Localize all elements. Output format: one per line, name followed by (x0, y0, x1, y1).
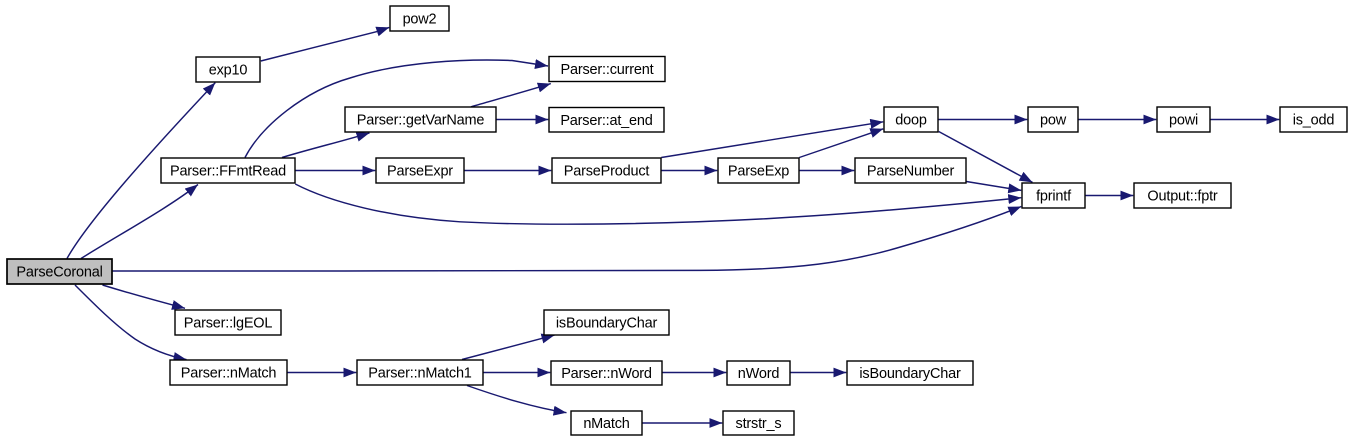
svg-text:ParseExpr: ParseExpr (387, 164, 453, 180)
svg-text:powi: powi (1169, 113, 1198, 129)
svg-text:exp10: exp10 (209, 63, 248, 79)
svg-text:Parser::nMatch: Parser::nMatch (181, 366, 277, 382)
svg-text:isBoundaryChar: isBoundaryChar (859, 366, 961, 382)
svg-text:ParseProduct: ParseProduct (564, 164, 650, 180)
svg-text:Parser::at_end: Parser::at_end (560, 113, 652, 129)
svg-text:Parser::nWord: Parser::nWord (561, 366, 652, 382)
svg-text:Parser::FFmtRead: Parser::FFmtRead (170, 164, 286, 180)
svg-text:Parser::lgEOL: Parser::lgEOL (184, 316, 273, 332)
svg-text:nWord: nWord (738, 366, 780, 382)
svg-text:Parser::current: Parser::current (561, 62, 654, 78)
svg-text:strstr_s: strstr_s (736, 416, 782, 432)
svg-text:Parser::nMatch1: Parser::nMatch1 (368, 366, 472, 382)
svg-text:pow2: pow2 (403, 12, 437, 28)
svg-text:doop: doop (895, 113, 927, 129)
svg-text:Parser::getVarName: Parser::getVarName (357, 113, 485, 129)
svg-text:is_odd: is_odd (1293, 113, 1335, 129)
svg-text:ParseNumber: ParseNumber (867, 164, 955, 180)
svg-text:pow: pow (1040, 113, 1067, 129)
svg-text:fprintf: fprintf (1036, 189, 1072, 205)
svg-text:nMatch: nMatch (583, 416, 629, 432)
svg-text:Output::fptr: Output::fptr (1147, 189, 1218, 205)
svg-text:ParseCoronal: ParseCoronal (16, 265, 102, 281)
svg-text:isBoundaryChar: isBoundaryChar (556, 316, 658, 332)
svg-text:ParseExp: ParseExp (728, 164, 789, 180)
